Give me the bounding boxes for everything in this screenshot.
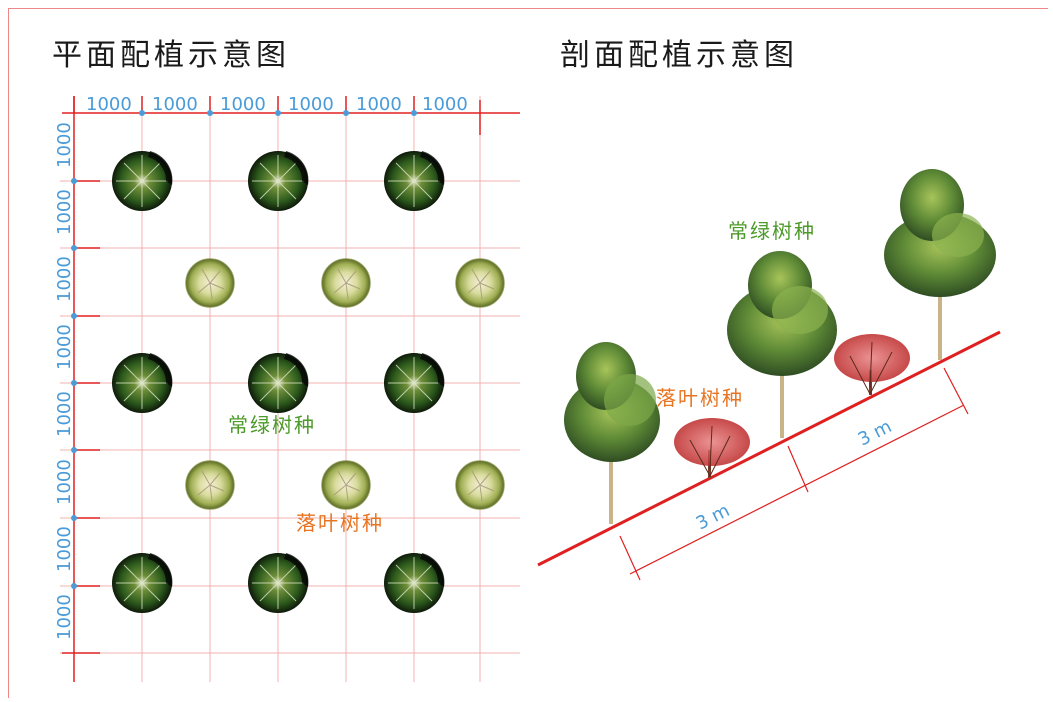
evergreen-tree-top-icon [111, 352, 173, 414]
dim-x-3: 1000 [220, 94, 266, 115]
plan-deciduous-trees [185, 258, 505, 510]
deciduous-tree-top-icon [321, 258, 371, 308]
dim-x-6: 1000 [422, 94, 468, 115]
section-deciduous-tree-icon [834, 334, 910, 395]
dim-y-1: 1000 [54, 122, 75, 168]
section-evergreen-tree-icon [884, 169, 996, 360]
evergreen-tree-top-icon [383, 352, 445, 414]
dim-x-4: 1000 [288, 94, 334, 115]
deciduous-tree-top-icon [455, 460, 505, 510]
plan-dimensions-x: 1000 1000 1000 1000 1000 1000 [86, 94, 468, 115]
dim-y-6: 1000 [54, 459, 75, 505]
evergreen-tree-top-icon [247, 552, 309, 614]
plan-label-evergreen: 常绿树种 [228, 413, 316, 437]
dim-y-7: 1000 [54, 526, 75, 572]
section-evergreen-tree-icon [727, 251, 837, 438]
deciduous-tree-top-icon [455, 258, 505, 308]
page-frame [8, 8, 1048, 698]
evergreen-tree-top-icon [383, 552, 445, 614]
section-label-deciduous: 落叶树种 [656, 386, 744, 410]
section-spacing-2: 3 m [855, 416, 895, 450]
dim-x-5: 1000 [356, 94, 402, 115]
dim-y-4: 1000 [54, 324, 75, 370]
evergreen-tree-top-icon [383, 150, 445, 212]
section-spacing-1: 3 m [693, 500, 733, 534]
dim-y-3: 1000 [54, 256, 75, 302]
deciduous-tree-top-icon [185, 460, 235, 510]
section-dimension-line [619, 367, 969, 581]
section-label-evergreen: 常绿树种 [728, 219, 816, 243]
evergreen-tree-top-icon [111, 150, 173, 212]
evergreen-tree-top-icon [247, 352, 309, 414]
section-title: 剖面配植示意图 [560, 38, 798, 73]
section-deciduous-tree-icon [674, 418, 750, 478]
evergreen-tree-top-icon [247, 150, 309, 212]
dim-x-1: 1000 [86, 94, 132, 115]
plan-title: 平面配植示意图 [52, 38, 290, 73]
plan-dimensions-y: 1000 1000 1000 1000 1000 1000 1000 1000 [54, 122, 75, 640]
dim-y-5: 1000 [54, 391, 75, 437]
dim-y-8: 1000 [54, 594, 75, 640]
slope-line [537, 330, 1001, 567]
section-view: 3 m 3 m [537, 169, 1001, 581]
dim-x-2: 1000 [152, 94, 198, 115]
section-evergreen-tree-icon [564, 342, 660, 524]
deciduous-tree-top-icon [321, 460, 371, 510]
deciduous-tree-top-icon [185, 258, 235, 308]
evergreen-tree-top-icon [111, 552, 173, 614]
dim-y-2: 1000 [54, 189, 75, 235]
plan-label-deciduous: 落叶树种 [296, 511, 384, 535]
